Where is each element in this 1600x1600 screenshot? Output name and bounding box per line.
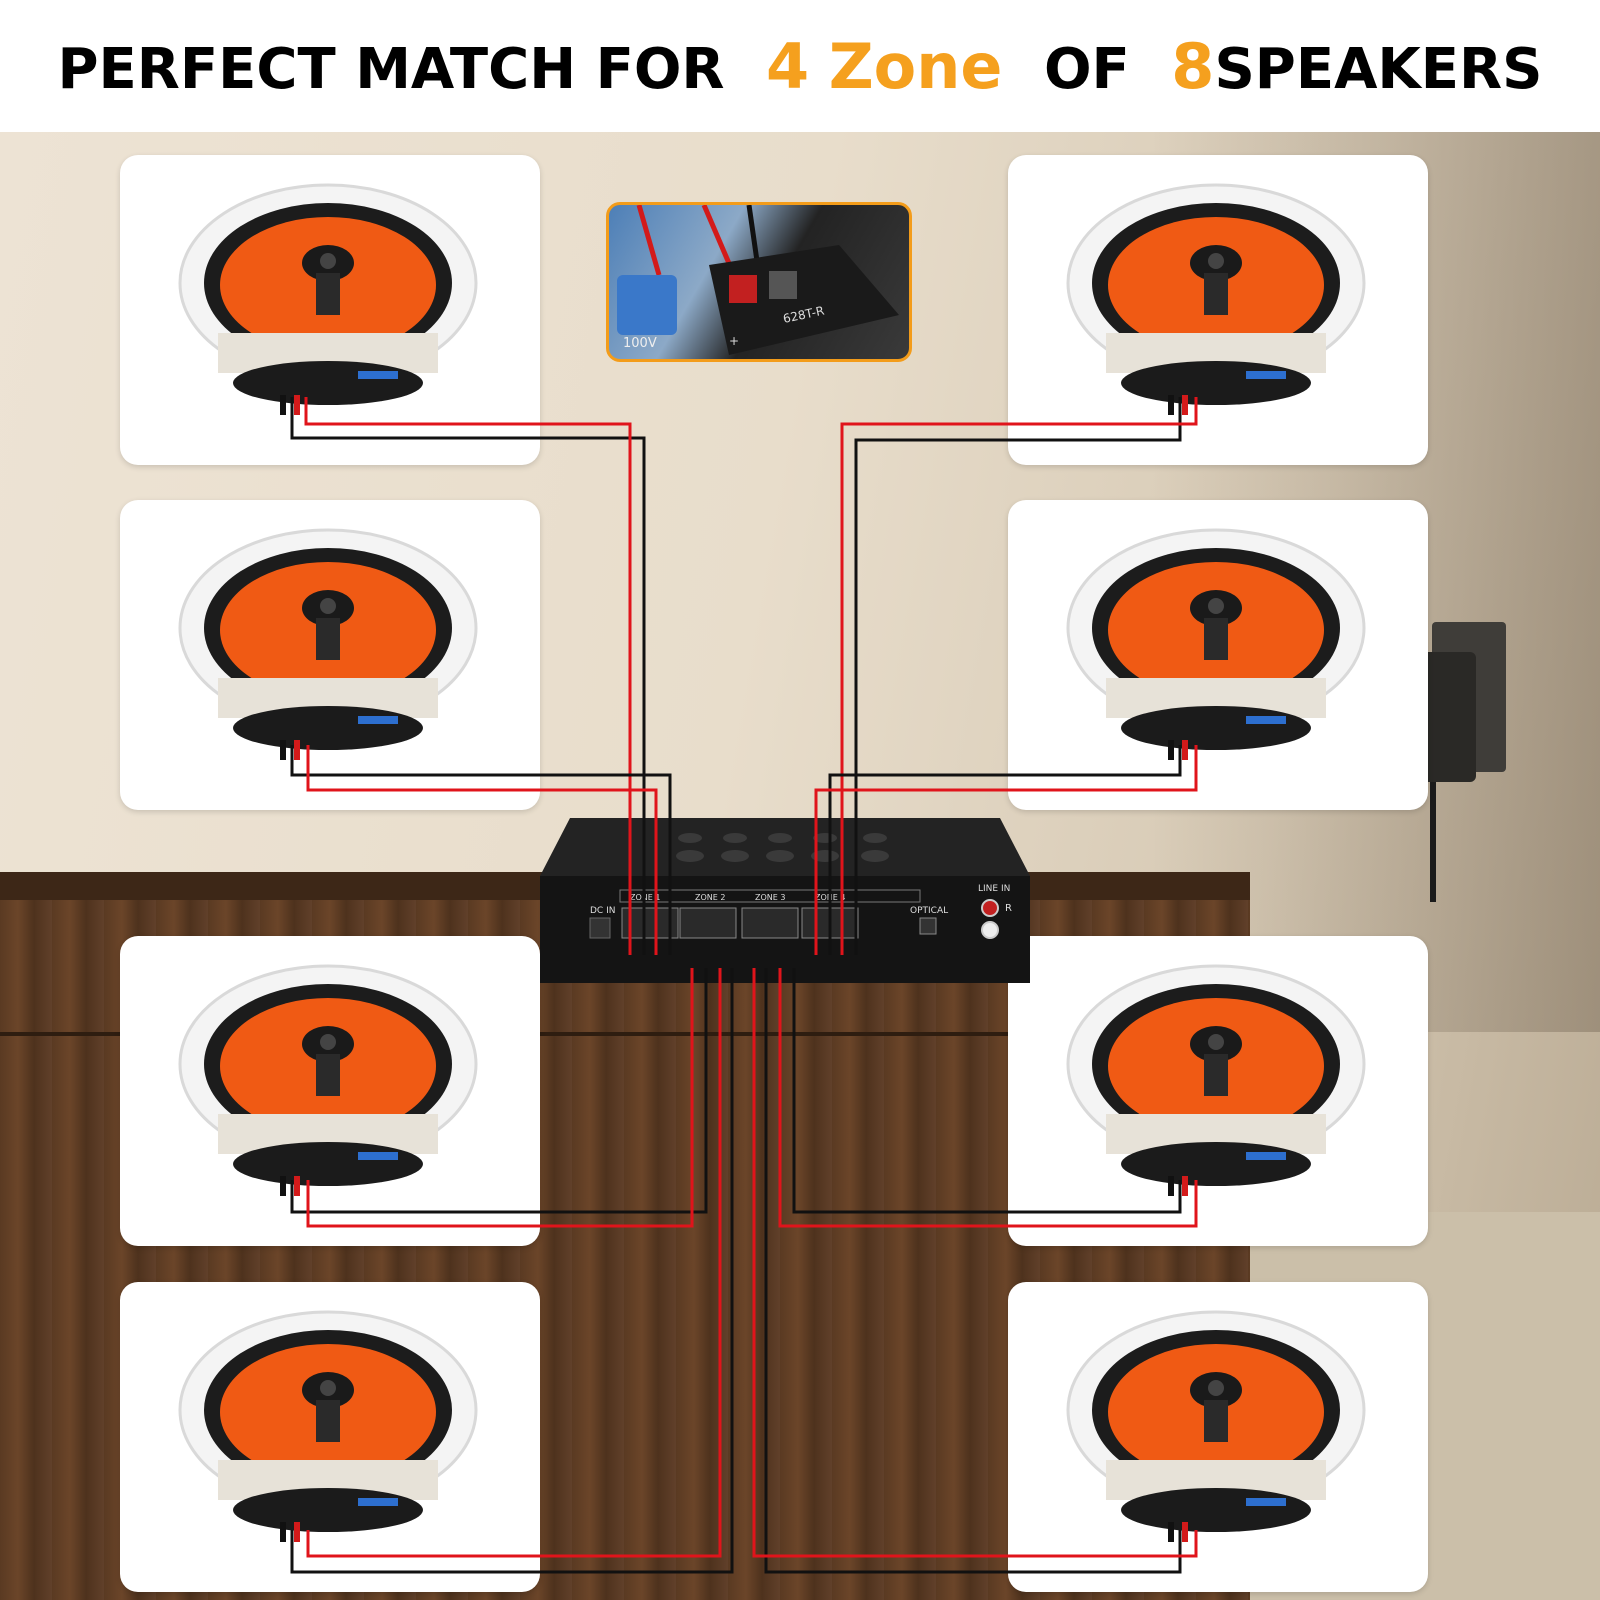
speaker-card-4 xyxy=(120,1282,540,1592)
headline-zone-count: 4 xyxy=(766,29,810,103)
cabinet-seam xyxy=(0,1032,1250,1036)
speaker-card-2 xyxy=(120,500,540,810)
plus-label: + xyxy=(729,334,739,348)
optical-label: OPTICAL xyxy=(910,906,948,916)
speaker-card-5 xyxy=(1008,155,1428,465)
header: PERFECT MATCH FOR 4 Zone OF 8SPEAKERS xyxy=(0,0,1600,132)
capacitor-label: 100V xyxy=(623,336,657,351)
headline-zone-word: Zone xyxy=(828,29,1003,103)
speaker-card-7 xyxy=(1008,936,1428,1246)
speaker-card-3 xyxy=(120,936,540,1246)
speaker-card-6 xyxy=(1008,500,1428,810)
line-in-label: LINE IN xyxy=(978,884,1010,894)
terminal-closeup: 100V 628T-R + xyxy=(606,202,912,362)
speaker-card-1 xyxy=(120,155,540,465)
headline-part2: OF xyxy=(1043,36,1130,102)
terminal-closeup-drawing: 100V 628T-R + xyxy=(617,205,899,355)
r-label: R xyxy=(1005,903,1012,914)
headline-speaker-count: 8 xyxy=(1171,29,1215,103)
zone2-label: ZONE 2 xyxy=(695,893,725,902)
headline-part3: SPEAKERS xyxy=(1214,36,1543,102)
zone3-label: ZONE 3 xyxy=(755,893,785,902)
dc-in-label: DC IN xyxy=(590,906,615,916)
speaker-card-8 xyxy=(1008,1282,1428,1592)
headline: PERFECT MATCH FOR 4 Zone OF 8SPEAKERS xyxy=(57,30,1542,103)
headline-part1: PERFECT MATCH FOR xyxy=(57,36,725,102)
amplifier-icon: DC IN ZONE 1 ZONE 2 ZONE 3 ZONE 4 OPTICA… xyxy=(540,818,1030,983)
power-cord xyxy=(1430,782,1436,902)
